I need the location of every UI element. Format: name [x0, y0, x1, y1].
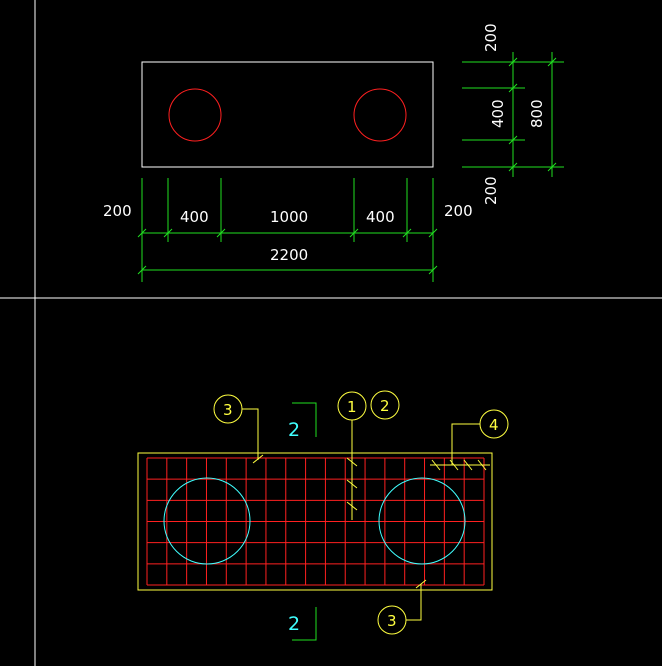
section-mark-top-line	[292, 402, 317, 437]
callout-3-bottom-bubble	[377, 605, 407, 635]
rebar-view: 1 2 3 3 4 2 2	[137, 390, 509, 641]
cap-outline	[141, 61, 434, 168]
dim-middle: 400	[489, 99, 507, 128]
callout-3-top-leader	[242, 408, 259, 460]
dim-overall-width: 2200	[270, 246, 308, 264]
callout-2-label: 2	[380, 397, 390, 415]
cap-outline-rebar	[137, 452, 493, 591]
callout-3-top-bubble	[213, 394, 243, 424]
callout-3-top-label: 3	[223, 401, 233, 419]
section-mark-top-label: 2	[288, 419, 300, 441]
horizontal-dimension-lines	[137, 178, 438, 282]
callout-2-bubble	[370, 390, 400, 420]
section-mark-bottom-label: 2	[288, 613, 300, 635]
callout-4-label: 4	[489, 416, 499, 434]
callout-1-2-leader	[346, 420, 358, 520]
dim-bottom-edge: 200	[482, 176, 500, 205]
callout-1-label: 1	[347, 398, 357, 416]
dim-seg-3: 400	[366, 208, 395, 226]
vertical-dimension-lines	[462, 52, 564, 177]
callout-3-top-tick	[252, 454, 264, 464]
callout-4-bubble	[479, 409, 509, 439]
section-mark-bottom-line	[292, 607, 317, 641]
callout-3-bottom-leader	[406, 584, 422, 621]
dim-overall-height: 800	[528, 99, 546, 128]
rebar-grid	[146, 457, 485, 586]
top-view: 200 400 1000 400 200 2200 200 400 800 20…	[103, 23, 564, 282]
pile-circle-left	[163, 477, 251, 565]
dim-top-edge: 200	[482, 23, 500, 52]
pile-hole-right	[353, 88, 407, 142]
callout-4-leader	[451, 423, 480, 465]
pile-circle-right	[378, 477, 466, 565]
dim-seg-2: 1000	[270, 208, 308, 226]
dim-seg-1: 400	[180, 208, 209, 226]
pile-hole-left	[168, 88, 222, 142]
callout-4-ticks	[431, 459, 487, 471]
callout-3-bottom-tick	[415, 579, 427, 589]
dim-left-edge: 200	[103, 202, 132, 220]
callout-1-bubble	[337, 391, 367, 421]
dim-right-edge: 200	[444, 202, 473, 220]
callout-3-bottom-label: 3	[387, 612, 397, 630]
